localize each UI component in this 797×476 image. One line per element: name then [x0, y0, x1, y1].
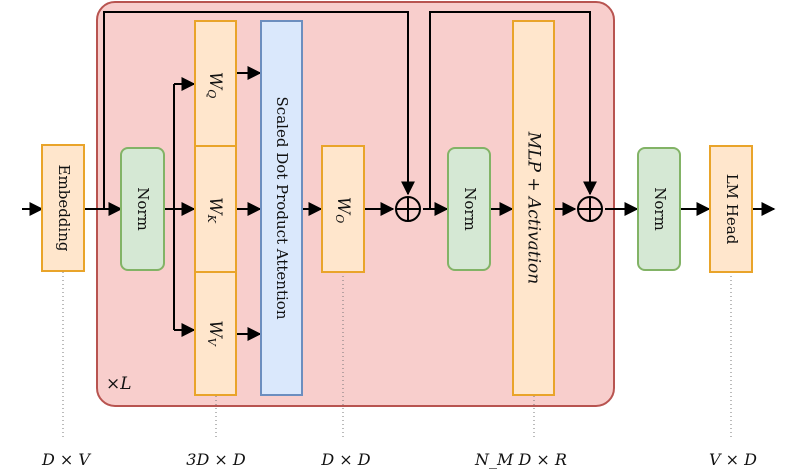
add-node-1	[395, 196, 421, 222]
attention-label: Scaled Dot Product Attention	[273, 97, 291, 320]
dim-qkv: 3D × D	[186, 450, 246, 469]
norm-label-1: Norm	[134, 187, 152, 231]
wv-label: WV	[205, 320, 226, 346]
mlp-node: MLP + Activation	[512, 20, 555, 396]
embedding-node: Embedding	[41, 144, 85, 272]
wk-label: WK	[205, 197, 226, 223]
lm-head-label: LM Head	[723, 174, 741, 245]
dim-embedding: D × V	[41, 450, 91, 469]
wires	[22, 11, 776, 341]
mlp-label: MLP + Activation	[524, 131, 544, 284]
norm-label-2: Norm	[461, 187, 479, 231]
dim-mlp: N_M D × R	[474, 450, 567, 469]
dim-wo: D × D	[320, 450, 370, 469]
embedding-label: Embedding	[55, 165, 73, 252]
wv-node: WV	[194, 271, 237, 396]
wq-label: WQ	[205, 72, 226, 99]
norm-node-3: Norm	[637, 147, 681, 271]
dim-lm-head: V × D	[709, 450, 757, 469]
wo-node: WO	[321, 145, 365, 273]
norm-node-1: Norm	[120, 147, 165, 271]
dimension-guides	[62, 272, 732, 440]
norm-label-3: Norm	[651, 187, 669, 231]
wo-label: WO	[333, 197, 354, 224]
add-node-2	[577, 196, 603, 222]
wq-node: WQ	[194, 20, 237, 147]
lm-head-node: LM Head	[709, 145, 753, 273]
dimension-labels: D × V 3D × D D × D N_M D × R V × D	[41, 450, 757, 469]
norm-node-2: Norm	[447, 147, 491, 271]
attention-node: Scaled Dot Product Attention	[260, 20, 303, 396]
wk-node: WK	[194, 145, 237, 273]
repeat-label: ×L	[106, 374, 132, 394]
